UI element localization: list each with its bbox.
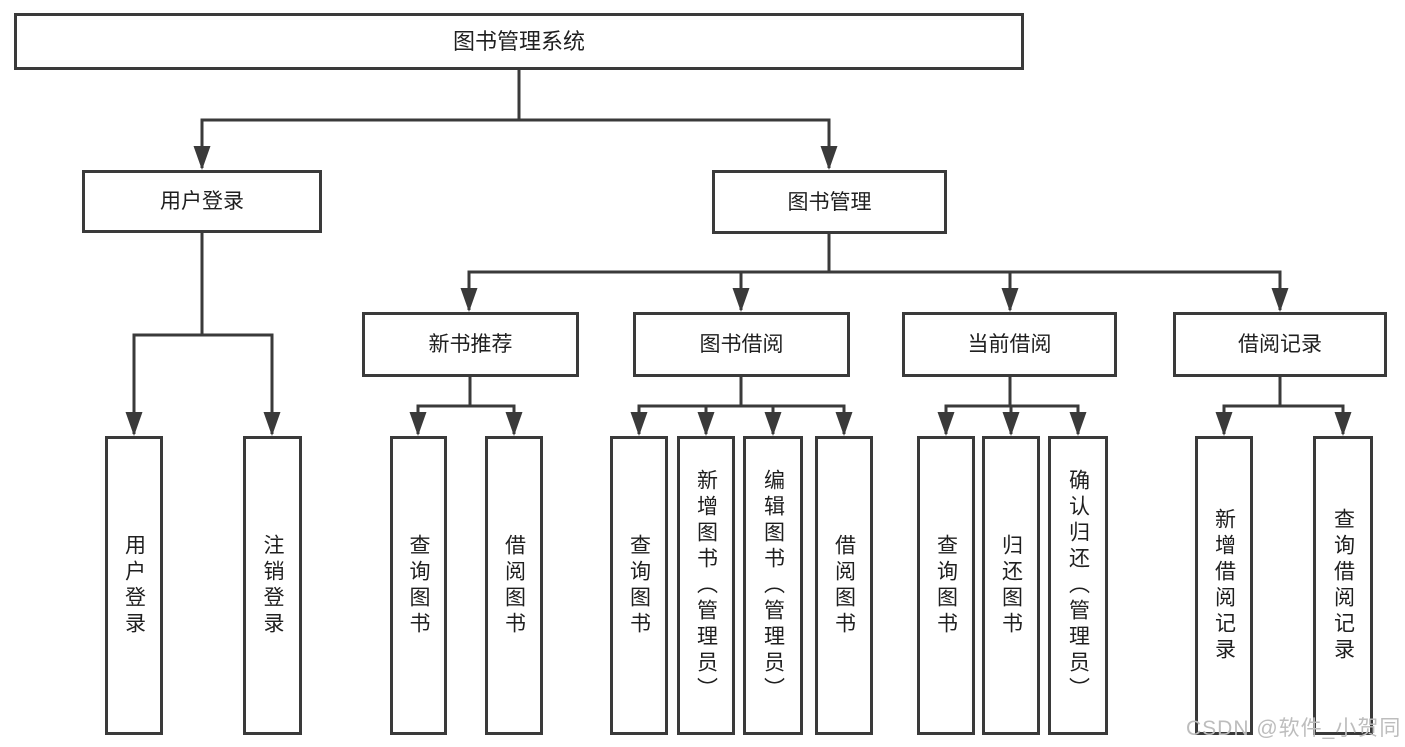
edge-borrow-branch (637, 404, 846, 434)
node-current-borrow: 当前借阅 (902, 312, 1117, 377)
leaf-return-books: 归还图书 (982, 436, 1040, 735)
node-root-system: 图书管理系统 (14, 13, 1024, 70)
leaf-confirm-return-admin: 确认归还（管理员） (1048, 436, 1108, 735)
node-book-management: 图书管理 (712, 170, 947, 234)
node-user-login: 用户登录 (82, 170, 322, 233)
leaf-query-books-borrow: 查询图书 (610, 436, 668, 735)
leaf-borrow-books: 借阅图书 (815, 436, 873, 735)
leaf-user-login: 用户登录 (105, 436, 163, 735)
leaf-query-borrow-record: 查询借阅记录 (1313, 436, 1373, 735)
edge-level2-branch (200, 118, 831, 168)
leaf-query-books-recommend: 查询图书 (390, 436, 447, 735)
leaf-query-books-current: 查询图书 (917, 436, 975, 735)
edge-login-branch (132, 333, 274, 434)
node-book-borrow: 图书借阅 (633, 312, 850, 377)
node-new-book-recommend: 新书推荐 (362, 312, 579, 377)
leaf-add-books-admin: 新增图书（管理员） (677, 436, 735, 735)
edge-current-branch (944, 404, 1080, 434)
csdn-watermark: CSDN @软件_小贺同学 (1186, 717, 1402, 740)
leaf-logout: 注销登录 (243, 436, 302, 735)
edge-records-branch (1222, 404, 1345, 434)
leaf-add-borrow-record: 新增借阅记录 (1195, 436, 1253, 735)
leaf-borrow-books-recommend: 借阅图书 (485, 436, 543, 735)
node-borrow-records: 借阅记录 (1173, 312, 1387, 377)
edge-newbook-branch (416, 404, 516, 434)
edge-level3-branch (467, 270, 1282, 310)
leaf-edit-books-admin: 编辑图书（管理员） (743, 436, 803, 735)
